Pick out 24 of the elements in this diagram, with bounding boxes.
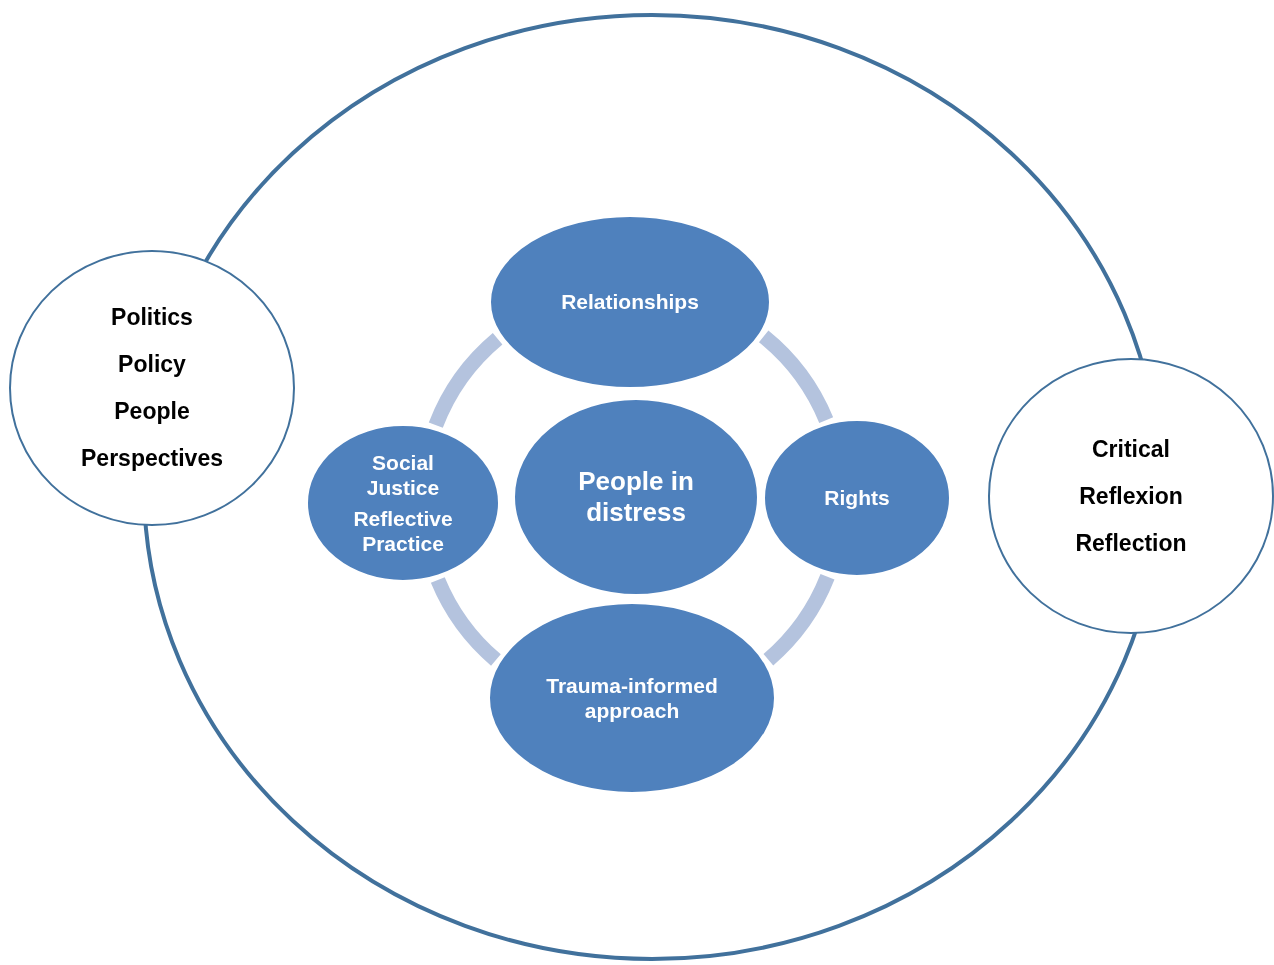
node-label: People in distress xyxy=(577,466,695,528)
node-label: Policy xyxy=(118,351,186,378)
node-label: Reflection xyxy=(1075,529,1187,557)
node-label: Politics xyxy=(111,304,193,331)
ring-connector xyxy=(429,333,503,429)
ellipse-node xyxy=(488,214,772,390)
ellipse-node xyxy=(305,423,501,583)
node-label: Reflexion xyxy=(1079,482,1183,510)
node-label: Trauma-informed approach xyxy=(545,672,719,724)
node-label: Critical xyxy=(1092,435,1170,463)
node-label: Perspectives xyxy=(81,445,223,472)
circle-node xyxy=(512,397,760,597)
ellipse-node xyxy=(487,601,777,795)
circle-node xyxy=(9,250,295,526)
node-label: Rights xyxy=(824,485,890,511)
circle-node xyxy=(988,358,1274,634)
ring-connector xyxy=(763,573,835,666)
node-label: Reflective Practice xyxy=(352,506,454,557)
ring-connector xyxy=(431,576,502,666)
ring-connector xyxy=(758,330,833,424)
ellipse-node xyxy=(762,418,952,578)
node-label: Social Justice xyxy=(365,449,441,500)
node-label: Relationships xyxy=(561,289,699,315)
node-label: People xyxy=(114,398,190,425)
